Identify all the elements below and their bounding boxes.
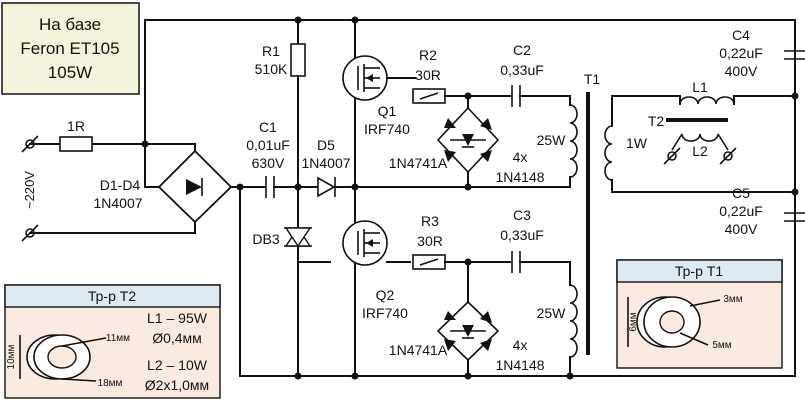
t2-ref-label: T2	[648, 113, 665, 129]
t1-top-winding-label: 25W	[537, 132, 567, 148]
r2-ref-label: R2	[419, 47, 437, 63]
c1-value-label: 0,01uF	[246, 137, 290, 153]
supply-rails	[144, 19, 796, 377]
bridge-part-label: 1N4007	[93, 195, 142, 211]
t2-l1-wire: Ø0,4мм	[152, 330, 202, 346]
resistor-r-in	[59, 136, 93, 152]
d5-part-label: 1N4007	[301, 155, 350, 171]
c2-value-label: 0,33uF	[500, 62, 544, 78]
q1-ref-label: Q1	[378, 103, 397, 119]
c4-value-label: 0,22uF	[719, 45, 763, 61]
mains-terminal-bottom	[21, 224, 39, 242]
t2-dim-inner: 11мм	[106, 333, 130, 344]
t2-dim-outer: 18мм	[98, 378, 123, 389]
t1-ref-label: T1	[584, 71, 601, 87]
zener-top-label: 1N4741A	[389, 155, 448, 171]
c3-ref-label: C3	[513, 207, 531, 223]
c2-ref-label: C2	[513, 42, 531, 58]
t2-l2-spec: L2 – 10W	[147, 357, 208, 373]
t2-output-terminal-right	[719, 147, 737, 165]
t2-dim-height: 10мм	[6, 344, 17, 369]
capacitor-c2	[511, 85, 571, 107]
title-line-3: 105W	[48, 63, 92, 82]
title-line-2: Feron ET105	[20, 39, 119, 58]
junction-dots	[141, 16, 799, 380]
resistor-r-in-label: 1R	[67, 118, 85, 134]
t1-dim-bottom: 5мм	[712, 340, 731, 351]
r2-value-label: 30R	[415, 67, 441, 83]
t1-primary-winding-label: 1W	[626, 135, 648, 151]
c1-voltage-label: 630V	[252, 155, 285, 171]
r1-value-label: 510K	[255, 61, 288, 77]
d5-ref-label: D5	[317, 137, 335, 153]
db3-ref-label: DB3	[252, 231, 279, 247]
title-line-1: На базе	[39, 15, 101, 34]
resistor-r3	[412, 254, 511, 270]
c4-ref-label: C4	[732, 27, 750, 43]
t2-l1-spec: L1 – 95W	[147, 310, 208, 326]
c3-value-label: 0,33uF	[500, 227, 544, 243]
mosfet-q2	[342, 186, 411, 377]
transformer-t1	[569, 92, 651, 377]
zener-diode-network-bottom	[436, 261, 500, 377]
t1-dim-top: 3мм	[723, 294, 742, 305]
title-box	[1, 2, 140, 95]
transformer-t2	[649, 95, 796, 151]
t2-panel-title: Тр-р Т2	[88, 288, 136, 304]
diode-d5	[317, 176, 356, 198]
q1-part-label: IRF740	[364, 121, 410, 137]
q2-ref-label: Q2	[376, 287, 395, 303]
t2-output-terminal-left	[663, 147, 681, 165]
bridge-ref-label: D1-D4	[100, 177, 141, 193]
diode-top-count-label: 4x	[513, 149, 528, 165]
capacitor-c3	[511, 251, 571, 286]
bridge-rectifier	[144, 19, 266, 224]
diode-top-part-label: 1N4148	[495, 169, 544, 185]
r3-value-label: 30R	[417, 233, 443, 249]
mosfet-q1	[342, 19, 416, 188]
l1-ref-label: L1	[692, 79, 708, 95]
capacitor-c4	[784, 19, 805, 60]
diode-bottom-part-label: 1N4148	[495, 357, 544, 373]
c4-voltage-label: 400V	[725, 63, 758, 79]
t1-spec-panel	[616, 259, 783, 369]
r1-ref-label: R1	[262, 43, 280, 59]
mains-terminal-top	[21, 135, 39, 153]
zener-diode-network-top	[354, 95, 571, 188]
t1-bottom-winding-label: 25W	[537, 305, 567, 321]
zener-bottom-label: 1N4741A	[389, 342, 448, 358]
diac-db3	[284, 226, 331, 263]
c5-voltage-label: 400V	[725, 221, 758, 237]
capacitor-c1	[265, 176, 319, 198]
t1-panel-title: Тр-р Т1	[675, 263, 723, 279]
r3-ref-label: R3	[421, 213, 439, 229]
t2-spec-panel	[4, 284, 221, 399]
mains-voltage-label: ~220V	[22, 171, 37, 209]
resistor-r2	[412, 88, 511, 104]
c1-ref-label: C1	[259, 119, 277, 135]
diode-bottom-count-label: 4x	[513, 337, 528, 353]
l2-ref-label: L2	[692, 143, 708, 159]
c5-value-label: 0,22uF	[719, 203, 763, 219]
capacitor-c5	[784, 212, 805, 222]
t2-l2-wire: Ø2x1,0мм	[145, 377, 209, 393]
q2-part-label: IRF740	[362, 305, 408, 321]
resistor-r1	[290, 19, 306, 377]
t1-dim-height: 6мм	[628, 312, 639, 331]
c5-ref-label: C5	[732, 185, 750, 201]
